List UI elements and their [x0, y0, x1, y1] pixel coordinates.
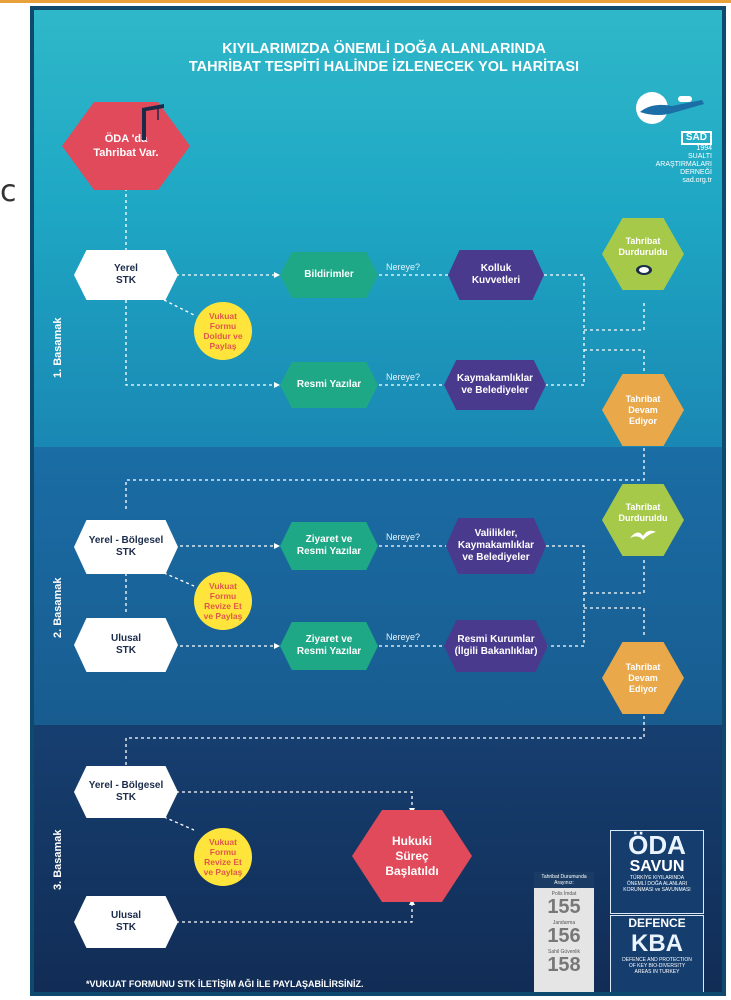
oda-small3: KORUNMASI ve SAVUNMASI: [623, 887, 691, 893]
connector-yb-to-form2: [163, 572, 195, 587]
step1-official-letters: Resmi Yazılar: [280, 362, 378, 408]
oda-savun: SAVUN: [629, 858, 685, 875]
oda-savun-logo: ÖDA SAVUN TÜRKİYE KIYILARINDA ÖNEMLİ DOĞ…: [610, 830, 704, 914]
title-line2: TAHRİBAT TESPİTİ HALİNDE İZLENECEK YOL H…: [188, 59, 580, 75]
kba-small3: AREAS IN TURKEY: [634, 969, 680, 975]
kba-small2: OF KEY BIO-DIVERSITY: [628, 963, 686, 969]
start-line1: ÖDA 'da: [104, 133, 148, 145]
oda-small2: ÖNEMLİ DOĞA ALANLARI: [626, 881, 688, 887]
kba-defence: DEFENCE: [628, 916, 686, 930]
phone-number-coastguard: 158: [547, 954, 581, 976]
roadmap-poster: KIYILARIMIZDA ÖNEMLİ DOĞA ALANLARINDA TA…: [30, 6, 726, 996]
seagull-icon: [630, 530, 656, 540]
kba-big: KBA: [631, 930, 683, 957]
step2-label: 2. Basamak: [52, 577, 64, 638]
connector-yb3-to-hukuki: [176, 791, 413, 810]
defence-kba-logo: DEFENCE KBA DEFENCE AND PROTECTION OF KE…: [610, 915, 704, 992]
connector-ulusal3-to-hukuki: [176, 903, 413, 923]
oda-small1: TÜRKİYE KIYILARINDA: [629, 875, 685, 881]
connector-to-stopped2: [584, 558, 645, 594]
connector-yerel-to-resmi: [125, 300, 274, 386]
step1-question2: Nereye?: [386, 372, 421, 382]
sad-logo: SAD 1994 SUALTI ARAŞTIRMALARI DERNEĞİ sa…: [632, 88, 712, 193]
logo-short: SAD: [680, 131, 712, 145]
step1-question1: Nereye?: [386, 262, 421, 272]
connector-yerel-to-form1: [163, 299, 195, 316]
step1-notifications: Bildirimler: [280, 252, 378, 298]
footnote: *VUKUAT FORMUNU STK İLETİŞİM AĞI İLE PAY…: [86, 979, 364, 989]
kba-small1: DEFENCE AND PROTECTION: [622, 957, 692, 963]
step1-label: 1. Basamak: [52, 317, 64, 378]
step2-question2: Nereye?: [386, 632, 421, 642]
phone-label-gendarmerie: Jandarma: [552, 920, 576, 926]
logo-name1: SUALTI: [688, 153, 712, 160]
poster-title: KIYILARIMIZDA ÖNEMLİ DOĞA ALANLARINDA TA…: [124, 40, 644, 76]
phones-header: Tahribat Durumunda Arayınız:: [534, 872, 594, 888]
connector-step2-merge: [546, 545, 585, 647]
emergency-numbers: Tahribat Durumunda Arayınız: Polis İmdat…: [534, 872, 594, 992]
logo-name3: DERNEĞİ: [680, 169, 712, 176]
top-accent-line: [0, 0, 731, 3]
connector-ongoing1-to-step2: [125, 442, 645, 510]
logo-year: 1994: [696, 145, 712, 152]
connector-yb3-to-form3: [163, 816, 195, 831]
step2-question1: Nereye?: [386, 532, 421, 542]
oda-big: ÖDA: [628, 830, 686, 860]
logo-url: sad.org.tr: [682, 177, 712, 184]
phone-label-police: Polis İmdat: [551, 891, 577, 897]
connector-ongoing2-to-step3: [125, 716, 645, 766]
connector-step1-merge: [544, 274, 585, 386]
phone-number-police: 155: [547, 896, 581, 918]
start-line2: Tahribat Var.: [93, 147, 159, 159]
turtle-icon: [636, 265, 652, 275]
phone-number-gendarmerie: 156: [547, 925, 581, 947]
step2-official-institutions: Resmi Kurumlar(İlgili Bakanlıklar): [444, 620, 548, 672]
crane-icon: [142, 104, 164, 140]
diver-icon: [636, 92, 704, 124]
title-line1: KIYILARIMIZDA ÖNEMLİ DOĞA ALANLARINDA: [222, 41, 546, 57]
logo-name2: ARAŞTIRMALARI: [655, 161, 712, 168]
connector-to-ongoing2: [584, 607, 645, 635]
flow-connectors: [125, 188, 645, 923]
side-character: c: [0, 174, 17, 209]
connector-to-stopped1: [584, 300, 645, 331]
phone-label-coastguard: Sahil Güvenlik: [548, 949, 580, 955]
step3-label: 3. Basamak: [52, 829, 64, 890]
